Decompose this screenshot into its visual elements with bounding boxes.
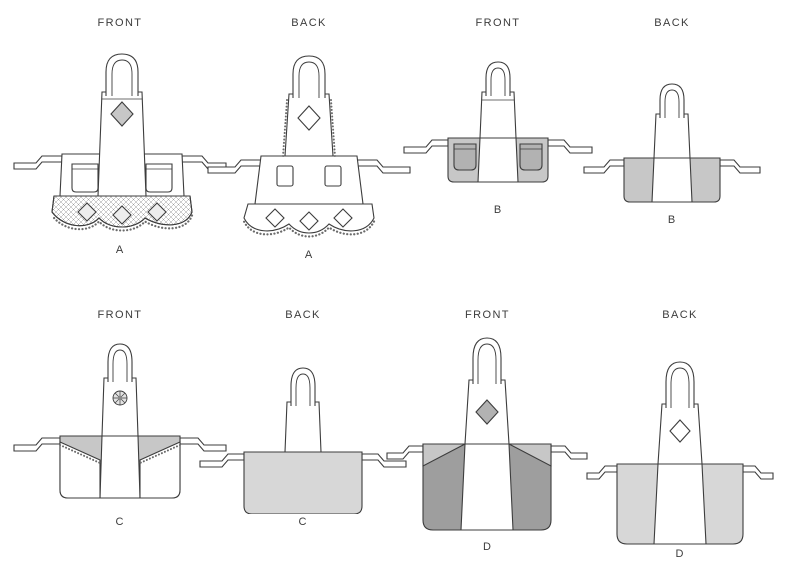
view-letter: B — [667, 214, 677, 226]
side-panels — [422, 443, 552, 467]
diamond-applique — [110, 101, 134, 127]
skirt — [254, 155, 364, 205]
view-letter: C — [298, 516, 308, 528]
bib — [479, 91, 517, 139]
neck-strap — [659, 83, 685, 118]
bib — [653, 113, 691, 159]
view-letter: D — [483, 541, 492, 553]
waist-ties — [13, 437, 227, 452]
bib — [464, 379, 510, 445]
center-panel — [99, 435, 141, 499]
apron-d-front-illustration — [386, 337, 588, 531]
hem-lace — [50, 214, 194, 232]
view-c-front: FRONT — [8, 306, 232, 528]
view-a-back: BACK — [198, 14, 420, 261]
apron-b-front-illustration — [403, 61, 593, 183]
pocket-lace — [139, 444, 181, 464]
apron-a-front-illustration — [13, 53, 227, 232]
bib — [282, 93, 336, 157]
bib-lace — [282, 99, 336, 157]
waist-ties — [386, 445, 588, 460]
view-letter: C — [115, 516, 125, 528]
bib — [284, 401, 322, 453]
skirt — [243, 451, 363, 514]
apron-c-front-illustration — [13, 343, 227, 499]
view-letter: D — [675, 548, 685, 560]
pockets — [276, 165, 342, 187]
waist-ties — [403, 139, 593, 154]
neck-strap — [665, 361, 695, 408]
center-panel — [477, 137, 519, 183]
apron-b-back-illustration — [583, 83, 761, 203]
waist-ties — [583, 159, 761, 174]
ruffle-diamond-appliques — [77, 202, 167, 225]
hem-lace — [242, 220, 376, 238]
neck-strap — [472, 337, 502, 384]
diamond-applique — [475, 399, 499, 425]
neck-strap — [290, 367, 316, 406]
neck-strap — [485, 61, 511, 96]
center-panel — [653, 463, 707, 545]
neck-strap — [107, 343, 133, 382]
view-side-label: FRONT — [97, 309, 143, 321]
view-side-label: BACK — [285, 309, 321, 321]
apron-c-back-illustration — [199, 367, 407, 514]
neck-strap — [292, 55, 326, 98]
view-c-back: BACK C — [196, 306, 410, 528]
neck-strap — [105, 53, 139, 96]
view-side-label: BACK — [662, 309, 698, 321]
waist-ties — [199, 453, 407, 468]
view-side-label: FRONT — [97, 17, 143, 29]
apron-a-back-illustration — [207, 55, 411, 238]
view-side-label: FRONT — [465, 309, 510, 321]
waist-ties — [586, 465, 774, 480]
view-side-label: BACK — [654, 17, 690, 29]
bib — [657, 403, 703, 465]
rosette-applique — [112, 390, 128, 406]
pockets — [453, 143, 543, 171]
pockets — [59, 441, 181, 499]
view-b-front: FRONT — [400, 14, 596, 216]
pocket-lace — [59, 444, 101, 464]
view-d-front: FRONT — [385, 306, 590, 553]
view-d-back: BACK — [585, 306, 775, 560]
diamond-applique — [669, 419, 691, 443]
view-letter: B — [493, 204, 503, 216]
view-a-front: FRONT — [6, 14, 234, 256]
waist-ties — [207, 159, 411, 174]
view-side-label: BACK — [291, 17, 327, 29]
view-letter: A — [115, 244, 125, 256]
apron-d-back-illustration — [586, 361, 774, 545]
flounce — [242, 203, 376, 238]
diamond-applique — [297, 105, 321, 131]
view-b-back: BACK — [582, 14, 762, 226]
center-panel — [460, 443, 514, 531]
view-side-label: FRONT — [475, 17, 521, 29]
center-panel — [651, 157, 693, 203]
pockets — [71, 163, 173, 193]
bib — [101, 377, 139, 437]
view-letter: A — [304, 249, 314, 261]
